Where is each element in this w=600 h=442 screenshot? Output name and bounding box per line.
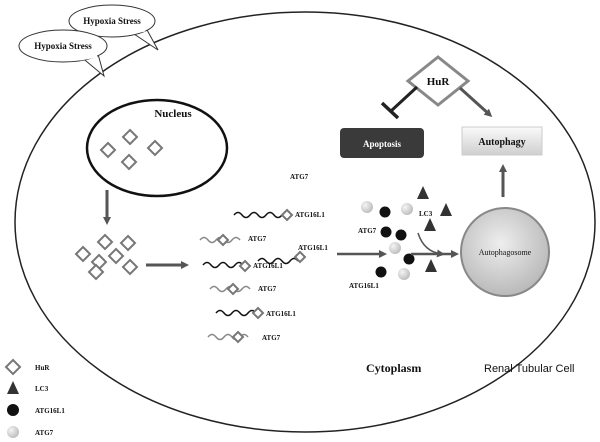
apoptosis-box [340,128,424,158]
nuclear-hur-group [99,128,164,171]
legend-lc3-symbol [7,381,19,394]
mrna-strand [257,257,299,265]
lc3-triangle [424,218,436,231]
hur-diamond [119,234,137,252]
hur-diamond [146,139,164,157]
cell-membrane [14,11,596,433]
cell-label: Renal Tubular Cell [484,363,575,375]
mrna-strand [215,309,257,317]
mrna-label: ATG16L1 [295,211,325,219]
hur-diamond [231,330,245,344]
hur-diamond [280,208,294,222]
atg16l1-protein [379,206,391,218]
hur-diamond [238,259,252,273]
complex-label-atg16l1: ATG16L1 [349,282,379,290]
legend-label: HuR [35,364,50,372]
hur-diamond [226,282,240,296]
hur-diamond [121,258,139,276]
legend-label: ATG7 [35,429,54,437]
hypoxia-stress-label-lower: Hypoxia Stress [34,41,92,51]
inhibition-line [389,85,419,113]
hur-diamond [120,153,138,171]
protein-complex: ATG7 ATG16L1 LC3 [349,186,452,290]
atg7-protein [401,203,413,215]
legend-label: LC3 [35,385,49,393]
hur-diamond [99,141,117,159]
apoptosis-label: Apoptosis [363,139,402,149]
lc3-triangle [417,186,429,199]
hypoxia-stress-bubble-lower: Hypoxia Stress [18,29,108,78]
complex-label-lc3: LC3 [419,210,433,218]
lc3-curve-arrow [417,232,445,258]
atg16l1-protein [403,253,415,265]
mrna-strand [202,261,244,269]
legend-label: ATG16L1 [35,407,65,415]
autophagosome [460,207,550,297]
autophagy-box [461,126,543,156]
legend-atg7-symbol [7,426,19,438]
hypoxia-stress-label-upper: Hypoxia Stress [83,16,141,26]
mrna-label: ATG16L1 [253,262,283,270]
atg7-protein [398,268,410,280]
hur-diamond [87,263,105,281]
mrna-label: ATG7 [248,235,267,243]
mrna-group: ATG7 ATG16L1 ATG7 ATG16L1 ATG16L1 ATG7 A… [199,173,328,344]
mrna-label-atg7-top: ATG7 [290,173,309,181]
hur-regulator-diamond [405,55,471,107]
inhibition-bar [380,101,400,120]
mrna-label: ATG7 [258,285,277,293]
atg16l1-protein [395,229,407,241]
atg7-protein [389,242,401,254]
atg16l1-protein [380,226,392,238]
hur-diamond [216,233,230,247]
activation-arrow [458,86,493,118]
lc3-triangle [425,259,437,272]
hypoxia-stress-bubble-upper: Hypoxia Stress [68,4,159,51]
atg7-protein [361,201,373,213]
hur-diamond [251,306,265,320]
hur-diamond [96,233,114,251]
cytoplasmic-hur-cluster [74,233,139,281]
mrna-label: ATG16L1 [298,244,328,252]
hur-diamond [107,247,125,265]
legend: HuR LC3 ATG16L1 ATG7 [4,358,65,438]
mrna-label: ATG16L1 [266,310,296,318]
autophagosome-label: Autophagosome [479,248,532,257]
lc3-triangle [440,203,452,216]
legend-atg16l1-symbol [7,404,19,416]
hur-diamond [74,245,92,263]
legend-hur-symbol [4,358,22,376]
atg16l1-protein [375,266,387,278]
autophagy-label: Autophagy [478,137,525,148]
cytoplasm-label: Cytoplasm [366,361,421,375]
hur-diamond [121,128,139,146]
hur-regulator-label: HuR [427,76,451,88]
hur-diamond [293,250,307,264]
mrna-label: ATG7 [262,334,281,342]
complex-label-atg7: ATG7 [358,227,377,235]
nucleus-label: Nucleus [154,108,192,120]
